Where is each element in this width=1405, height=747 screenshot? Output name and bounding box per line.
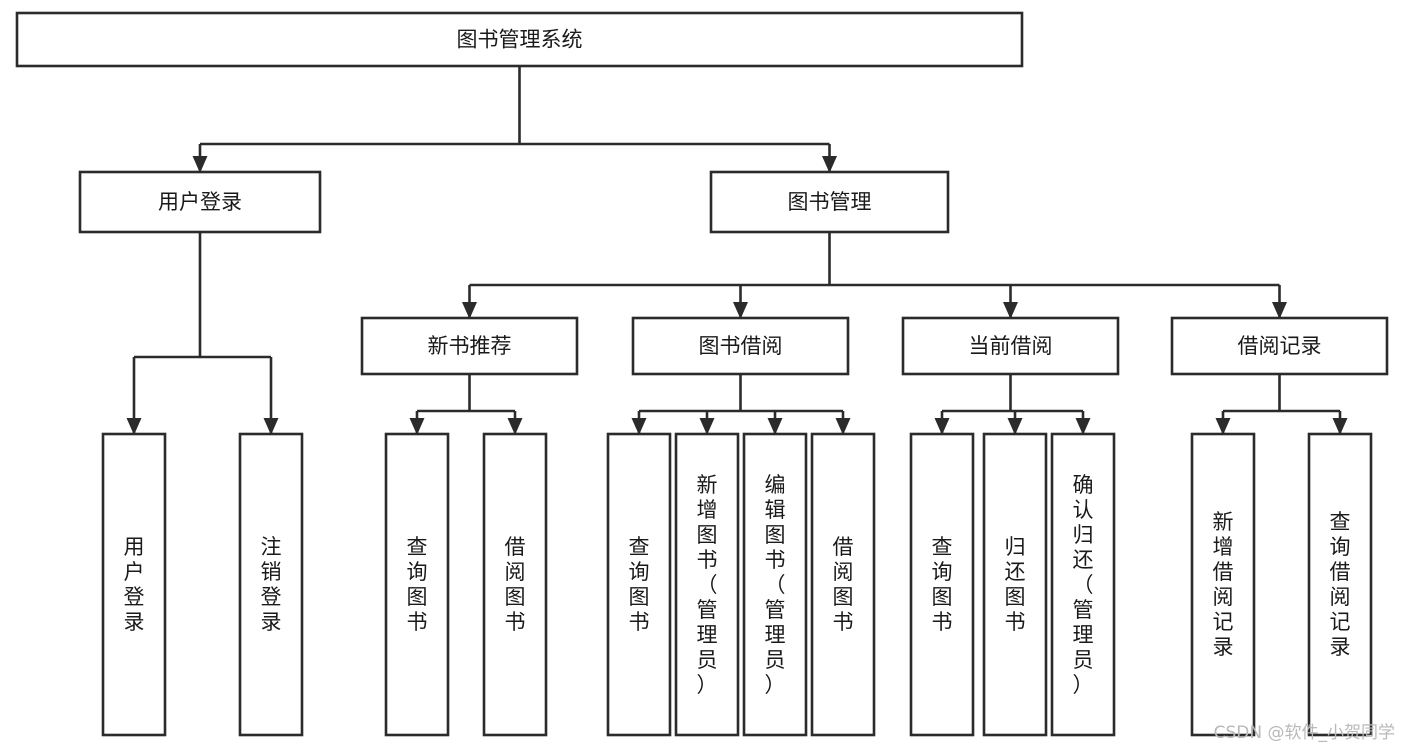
node-label-leaf-borrow-book-2: 借阅图书 [833,535,854,634]
node-label-leaf-borrow-book-1: 借阅图书 [505,535,526,634]
node-box-leaf-edit-book[interactable] [742,432,808,737]
edge-arrowhead [263,418,279,435]
node-leaf-add-record[interactable]: 新增借阅记录 [1190,432,1256,737]
edge-arrowhead [1003,302,1018,319]
node-box-leaf-query-book-2[interactable] [606,432,672,737]
node-leaf-add-book[interactable]: 新增图书（管理员） [674,432,740,737]
node-leaf-return-book[interactable]: 归还图书 [982,432,1048,737]
edge-arrowhead [733,302,748,319]
node-box-leaf-add-book[interactable] [674,432,740,737]
node-label-new-book-recommend: 新书推荐 [428,334,512,358]
edge-group [462,232,1287,319]
node-box-current-borrow[interactable] [901,316,1120,376]
edges-layer [126,66,1348,435]
node-leaf-borrow-book-1[interactable]: 借阅图书 [482,432,548,737]
node-label-borrow-record: 借阅记录 [1238,334,1322,358]
edge-group [126,232,279,435]
node-label-leaf-query-book-2: 查询图书 [629,535,650,634]
edge-arrowhead [1007,418,1023,435]
node-label-book-manage: 图书管理 [788,190,872,214]
node-label-leaf-add-book: 新增图书（管理员） [697,473,718,697]
node-label-current-borrow: 当前借阅 [969,334,1053,358]
edge-arrowhead [1332,418,1348,435]
node-user-login[interactable]: 用户登录 [78,170,322,234]
node-box-leaf-return-book[interactable] [982,432,1048,737]
edge-arrowhead [631,418,647,435]
node-borrow-record[interactable]: 借阅记录 [1170,316,1389,376]
csdn-watermark: CSDN @软件_小贺同学 [1213,723,1395,743]
node-leaf-borrow-book-2[interactable]: 借阅图书 [810,432,876,737]
node-root[interactable]: 图书管理系统 [15,11,1024,68]
edge-group [409,374,523,435]
edge-arrowhead [699,418,715,435]
node-leaf-query-record[interactable]: 查询借阅记录 [1307,432,1373,737]
node-box-new-book-recommend[interactable] [360,316,579,376]
node-box-user-login[interactable] [78,170,322,234]
node-leaf-query-book-2[interactable]: 查询图书 [606,432,672,737]
edge-arrowhead [126,418,142,435]
node-leaf-edit-book[interactable]: 编辑图书（管理员） [742,432,808,737]
node-box-borrow-record[interactable] [1170,316,1389,376]
node-leaf-confirm-return[interactable]: 确认归还（管理员） [1050,432,1116,737]
node-label-leaf-return-book: 归还图书 [1005,535,1026,634]
edge-group [192,66,837,173]
node-label-book-borrow: 图书借阅 [699,334,783,358]
node-box-leaf-logout[interactable] [238,432,304,737]
node-box-leaf-query-record[interactable] [1307,432,1373,737]
edge-group [631,374,851,435]
node-label-leaf-logout: 注销登录 [261,535,282,634]
node-label-leaf-query-book-1: 查询图书 [407,535,428,634]
node-new-book-recommend[interactable]: 新书推荐 [360,316,579,376]
edge-arrowhead [1075,418,1091,435]
node-box-leaf-confirm-return[interactable] [1050,432,1116,737]
edge-arrowhead [409,418,425,435]
nodes-layer: 图书管理系统用户登录图书管理新书推荐图书借阅当前借阅借阅记录用户登录注销登录查询… [15,11,1389,737]
node-label-leaf-query-record: 查询借阅记录 [1330,510,1351,659]
node-box-leaf-borrow-book-1[interactable] [482,432,548,737]
node-label-user-login: 用户登录 [158,190,242,214]
edge-arrowhead [1215,418,1231,435]
node-label-leaf-query-book-3: 查询图书 [932,535,953,634]
node-leaf-query-book-3[interactable]: 查询图书 [909,432,975,737]
edge-arrowhead [934,418,950,435]
node-leaf-user-login[interactable]: 用户登录 [101,432,167,737]
node-box-leaf-query-book-1[interactable] [384,432,450,737]
node-box-book-borrow[interactable] [631,316,850,376]
edge-arrowhead [835,418,851,435]
node-label-leaf-add-record: 新增借阅记录 [1213,510,1234,659]
node-leaf-logout[interactable]: 注销登录 [238,432,304,737]
node-current-borrow[interactable]: 当前借阅 [901,316,1120,376]
node-label-leaf-edit-book: 编辑图书（管理员） [765,473,786,697]
node-book-borrow[interactable]: 图书借阅 [631,316,850,376]
edge-arrowhead [767,418,783,435]
node-box-leaf-user-login[interactable] [101,432,167,737]
node-box-root[interactable] [15,11,1024,68]
node-box-book-manage[interactable] [709,170,950,234]
edge-arrowhead [462,302,477,319]
node-box-leaf-query-book-3[interactable] [909,432,975,737]
node-leaf-query-book-1[interactable]: 查询图书 [384,432,450,737]
node-label-leaf-user-login: 用户登录 [124,535,145,634]
node-book-manage[interactable]: 图书管理 [709,170,950,234]
edge-arrowhead [1272,302,1287,319]
node-box-leaf-add-record[interactable] [1190,432,1256,737]
edge-group [1215,374,1348,435]
edge-arrowhead [192,156,208,173]
node-label-root: 图书管理系统 [457,28,583,52]
node-label-leaf-confirm-return: 确认归还（管理员） [1073,473,1094,697]
edge-arrowhead [507,418,523,435]
node-box-leaf-borrow-book-2[interactable] [810,432,876,737]
edge-arrowhead [822,156,837,173]
edge-group [934,374,1091,435]
